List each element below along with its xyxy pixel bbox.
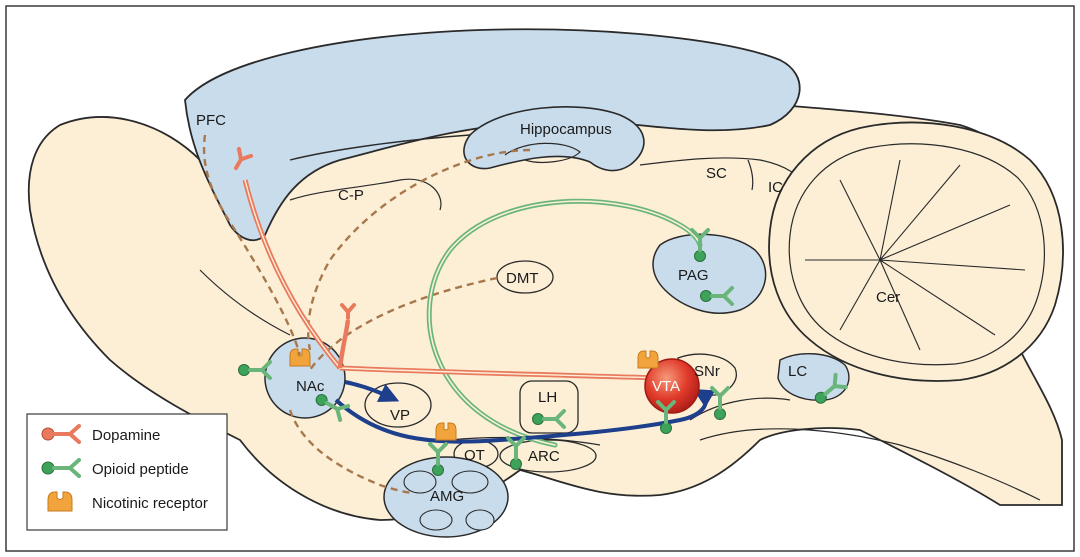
dashed-projection-hippocampus [307,148,531,351]
dashed-projection-pfc [202,134,302,356]
legend-label-dopamine: Dopamine [92,427,160,444]
amg-nucleus [419,509,453,531]
dopamine-projection-to-cp [337,319,351,369]
dopamine-projection-vta-to-pfc-inner [244,179,341,369]
vta-region [644,358,700,414]
dopamine-terminal-cp [340,303,356,320]
flow-arrow-vta-to-nac-loop [334,388,716,444]
corpus-callosum-line [289,134,471,161]
flow-arrow-nac-to-vp [344,380,400,402]
label-cer: Cer [876,289,900,306]
nicotinic-receptor-icon [47,491,73,512]
label-cp: C-P [338,187,364,204]
legend-label-nicotinic: Nicotinic receptor [92,495,208,512]
colliculus-divider [747,159,754,191]
label-ic: IC [768,179,783,196]
label-dmt: DMT [506,270,539,287]
olfactory-fold [199,269,291,336]
arc-region [499,439,597,473]
label-sc: SC [706,165,727,182]
dopamine-terminal-pfc [234,146,254,170]
label-vp: VP [390,407,410,424]
dopamine-receptor-icon [41,424,81,444]
label-vta: VTA [652,378,680,395]
amg-nucleus [465,509,495,531]
cerebellum-region [768,121,1064,382]
label-lh: LH [538,389,557,406]
thalamus-outline [289,178,442,211]
opioid-receptor-icon [41,458,81,478]
label-pag: PAG [678,267,709,284]
amg-nucleus [403,470,437,494]
label-amg: AMG [430,488,464,505]
amg-nucleus [451,470,489,494]
label-nac: NAc [296,378,325,395]
label-lc: LC [788,363,807,380]
label-hippocampus: Hippocampus [520,121,612,138]
label-snr: SNr [694,363,720,380]
dashed-projection-amg [288,409,413,495]
pag-region [652,233,767,314]
dmt-region [496,260,554,294]
label-pfc: PFC [196,112,226,129]
opioid-projection-arc-to-pag-inner [428,200,701,446]
cortex-region [184,28,801,242]
dopamine-projection-vta-to-nac-inner [339,367,663,379]
label-ot: OT [464,447,485,464]
label-arc: ARC [528,448,560,465]
legend: Dopamine Opioid peptide Nicotinic recept… [26,413,228,531]
legend-label-opioid: Opioid peptide [92,461,189,478]
hippocampus-inner-fold [504,142,581,163]
brainstem-lower-edge [699,428,1041,501]
hippocampus-region [463,106,645,172]
dashed-projection-dmt [308,276,498,371]
